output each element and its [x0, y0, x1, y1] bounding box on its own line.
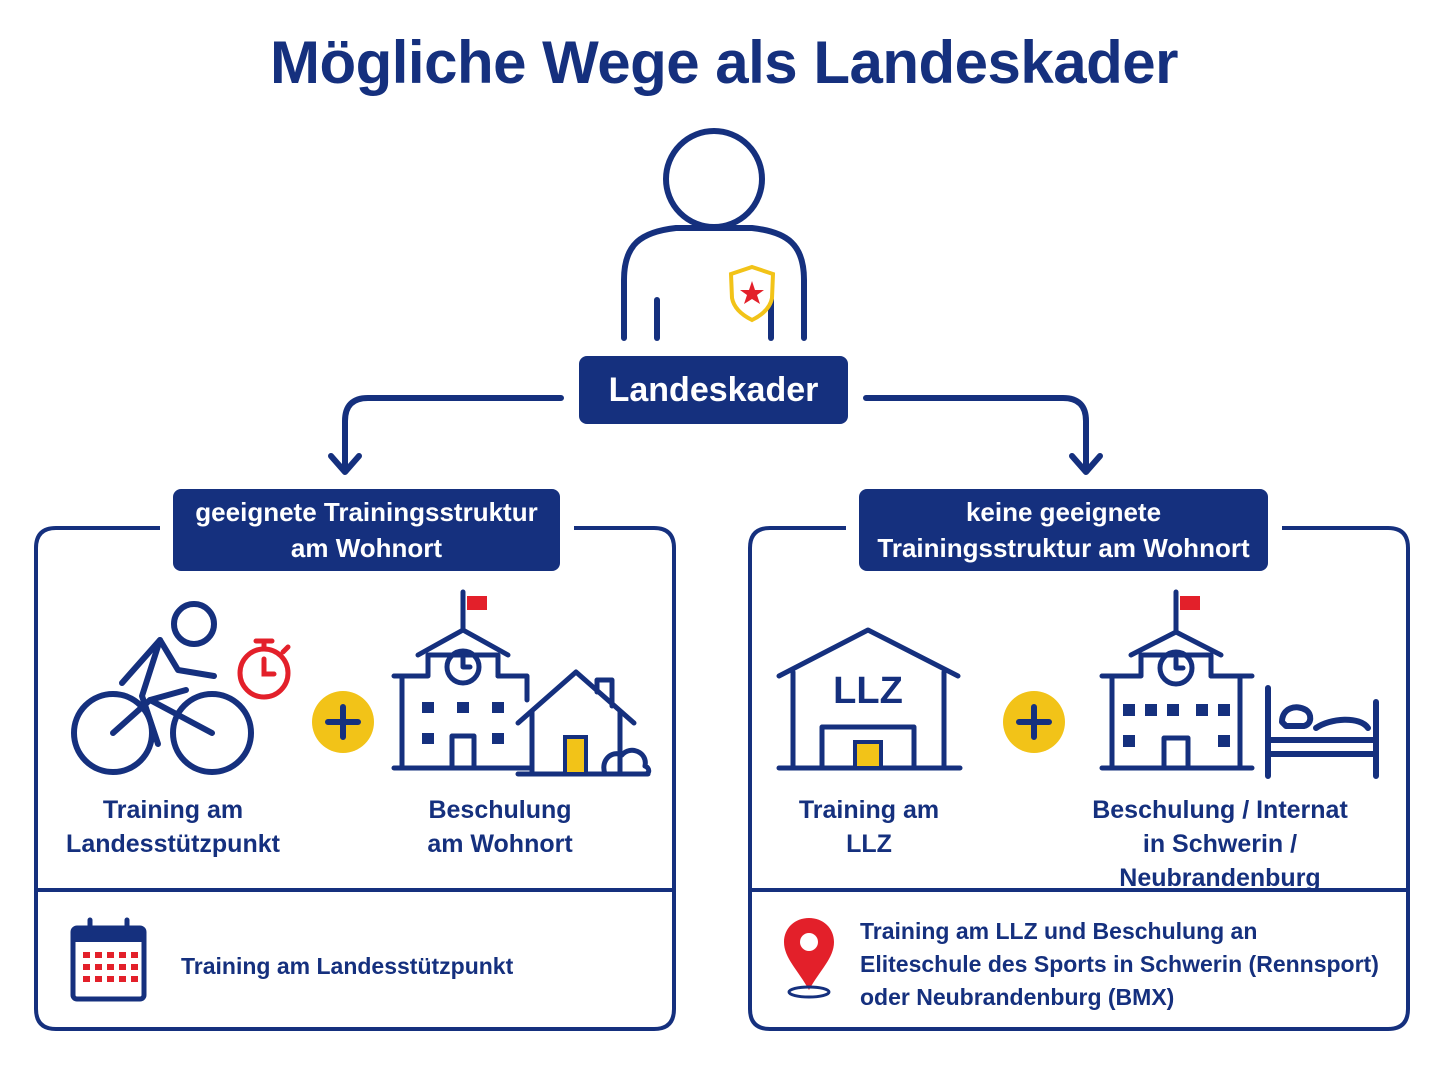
left-branch-header: geeignete Trainingsstruktur am Wohnort	[173, 489, 560, 571]
connector-right	[863, 395, 1103, 475]
llz-building-icon: LLZ	[776, 627, 963, 771]
llz-label: LLZ	[833, 670, 903, 712]
school-icon	[391, 589, 533, 771]
left-branch-header-label: geeignete Trainingsstruktur am Wohnort	[195, 497, 538, 563]
left-branch-box	[34, 526, 676, 1031]
bed-icon	[1265, 685, 1379, 779]
badge-star-icon	[728, 264, 776, 323]
person-icon	[621, 128, 807, 341]
plus-icon	[1003, 691, 1065, 753]
root-node-label: Landeskader	[608, 371, 819, 409]
page-title: Mögliche Wege als Landeskader	[269, 29, 1179, 96]
right-branch-header-label: keine geeignete Trainingsstruktur am Woh…	[877, 497, 1250, 563]
school-icon	[1099, 589, 1255, 771]
right-item2-caption: Beschulung / Internat in Schwerin / Neub…	[1092, 796, 1348, 892]
right-branch-box	[748, 526, 1410, 1031]
connector-left	[328, 395, 564, 475]
left-footer-text: Training am Landesstützpunkt	[181, 953, 514, 979]
left-item2-caption: Beschulung am Wohnort	[427, 796, 573, 858]
root-node-landeskader: Landeskader	[579, 356, 848, 424]
house-icon	[515, 669, 652, 777]
calendar-icon	[70, 917, 147, 1002]
left-item1-caption: Training am Landesstützpunkt	[66, 796, 280, 858]
right-footer-text: Training am LLZ und Beschulung an Elites…	[860, 918, 1379, 1010]
cyclist-icon	[71, 601, 254, 775]
plus-icon	[312, 691, 374, 753]
right-branch-header: keine geeignete Trainingsstruktur am Woh…	[859, 489, 1268, 571]
location-pin-icon	[784, 918, 834, 999]
right-item1-caption: Training am LLZ	[798, 796, 940, 858]
stopwatch-icon	[237, 638, 291, 700]
